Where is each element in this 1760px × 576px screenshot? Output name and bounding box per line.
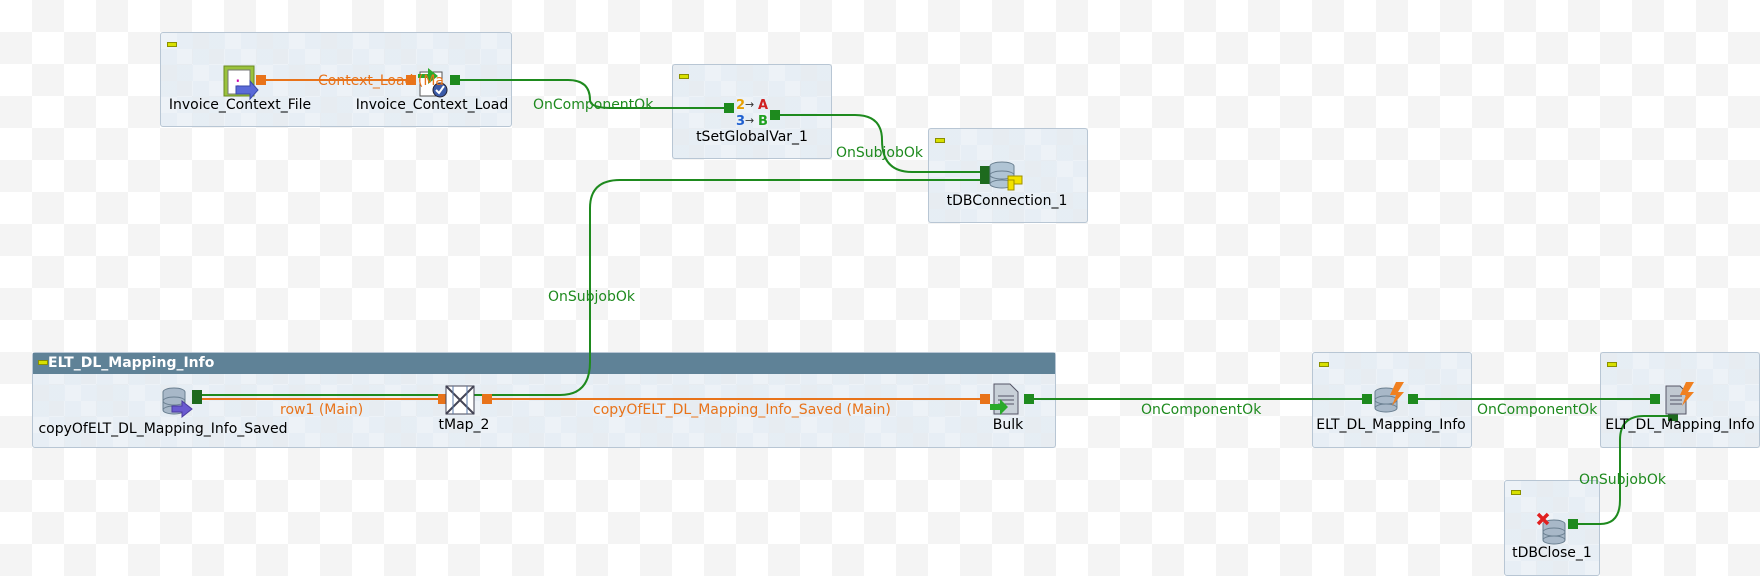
component-label-invoice-context-file[interactable]: Invoice_Context_File bbox=[168, 97, 312, 113]
db-input-icon[interactable] bbox=[158, 384, 198, 424]
component-label-elt-mapping-2[interactable]: ELT_DL_Mapping_Info bbox=[1605, 417, 1755, 433]
elt-db-icon[interactable] bbox=[1370, 380, 1410, 420]
file-properties-icon[interactable]: ; bbox=[222, 62, 262, 102]
collapse-button[interactable] bbox=[1319, 362, 1329, 367]
connectors[interactable] bbox=[192, 75, 1678, 529]
link-label-oncomponentok-1[interactable]: OnComponentOk bbox=[533, 97, 654, 113]
svg-text:2: 2 bbox=[736, 98, 745, 113]
svg-text:B: B bbox=[758, 114, 768, 129]
subjob-tdbconnection[interactable] bbox=[928, 128, 1088, 223]
component-label-bulk[interactable]: Bulk bbox=[992, 417, 1024, 433]
collapse-button[interactable] bbox=[1511, 490, 1521, 495]
subjob-title-bar[interactable]: ELT_DL_Mapping_Info bbox=[33, 353, 1055, 374]
link-onsubjobok-1[interactable] bbox=[776, 114, 984, 173]
component-label-tdbclose[interactable]: tDBClose_1 bbox=[1512, 545, 1592, 561]
link-oncomponentok-1[interactable] bbox=[456, 79, 728, 109]
collapse-button[interactable] bbox=[679, 74, 689, 79]
link-onsubjobok-3[interactable] bbox=[1572, 415, 1672, 525]
link-label-oncomponentok-2[interactable]: OnComponentOk bbox=[1141, 402, 1262, 418]
subjob-title-text: ELT_DL_Mapping_Info bbox=[48, 355, 215, 371]
link-onsubjobok-2[interactable] bbox=[198, 179, 984, 396]
component-label-elt-mapping-1[interactable]: ELT_DL_Mapping_Info bbox=[1316, 417, 1466, 433]
tmap-icon[interactable] bbox=[444, 382, 484, 422]
db-close-icon[interactable] bbox=[1536, 512, 1576, 552]
component-label-tsetglobalvar[interactable]: tSetGlobalVar_1 bbox=[696, 129, 808, 145]
link-label-copyof-saved-main[interactable]: copyOfELT_DL_Mapping_Info_Saved (Main) bbox=[593, 402, 891, 418]
collapse-button[interactable] bbox=[1607, 362, 1617, 367]
svg-text:→: → bbox=[745, 114, 754, 127]
link-label-onsubjobok-3[interactable]: OnSubjobOk bbox=[1579, 472, 1667, 488]
component-label-copyof-saved[interactable]: copyOfELT_DL_Mapping_Info_Saved bbox=[38, 421, 288, 437]
link-label-oncomponentok-3[interactable]: OnComponentOk bbox=[1477, 402, 1598, 418]
component-label-tdbconnection[interactable]: tDBConnection_1 bbox=[946, 193, 1068, 209]
svg-text:A: A bbox=[758, 98, 768, 113]
link-label-onsubjobok-2[interactable]: OnSubjobOk bbox=[548, 289, 636, 305]
set-global-var-icon[interactable]: 2 → A 3 → B bbox=[734, 94, 774, 134]
link-label-context-load[interactable]: Context_Load (Ma bbox=[318, 73, 444, 89]
svg-text:3: 3 bbox=[736, 114, 745, 129]
link-label-row1[interactable]: row1 (Main) bbox=[280, 402, 364, 418]
svg-text:;: ; bbox=[233, 73, 243, 92]
elt-db-icon[interactable] bbox=[1660, 380, 1700, 420]
collapse-button[interactable] bbox=[167, 42, 177, 47]
svg-text:→: → bbox=[745, 98, 754, 111]
component-label-invoice-context-load[interactable]: Invoice_Context_Load bbox=[355, 97, 509, 113]
subjob-tsetglobalvar[interactable] bbox=[672, 64, 832, 159]
bulk-file-icon[interactable] bbox=[988, 380, 1028, 420]
collapse-button[interactable] bbox=[935, 138, 945, 143]
collapse-button[interactable] bbox=[38, 360, 48, 365]
link-label-onsubjobok-1[interactable]: OnSubjobOk bbox=[836, 145, 924, 161]
component-label-tmap[interactable]: tMap_2 bbox=[438, 417, 490, 433]
context-load-icon[interactable] bbox=[414, 62, 454, 102]
db-connection-icon[interactable] bbox=[984, 158, 1024, 198]
